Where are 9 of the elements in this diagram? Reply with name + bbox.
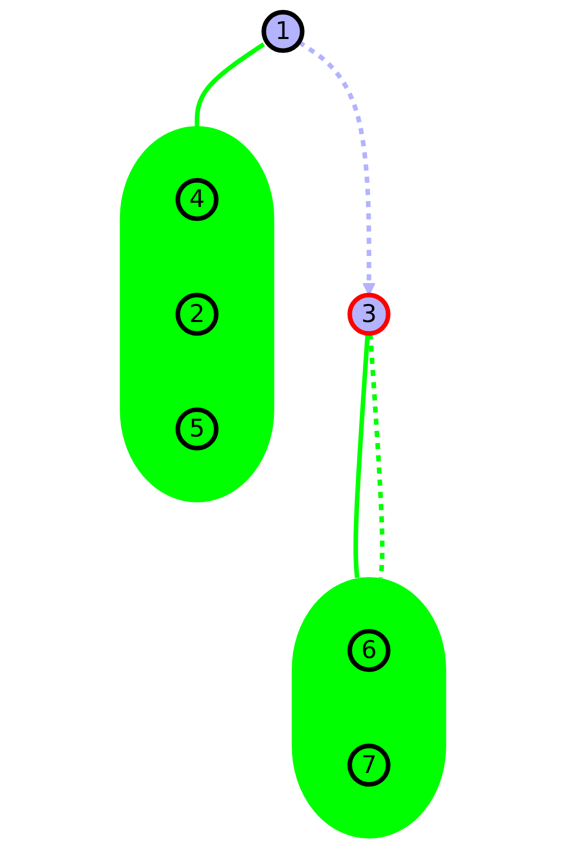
connector [194,42,266,127]
node-circle [347,292,390,336]
connector [353,333,370,578]
node-circle [176,407,219,450]
node-circle [262,10,304,53]
node-circle [176,292,219,336]
node-circle [347,628,390,672]
node-circle [176,178,219,222]
node-circle [347,744,390,787]
